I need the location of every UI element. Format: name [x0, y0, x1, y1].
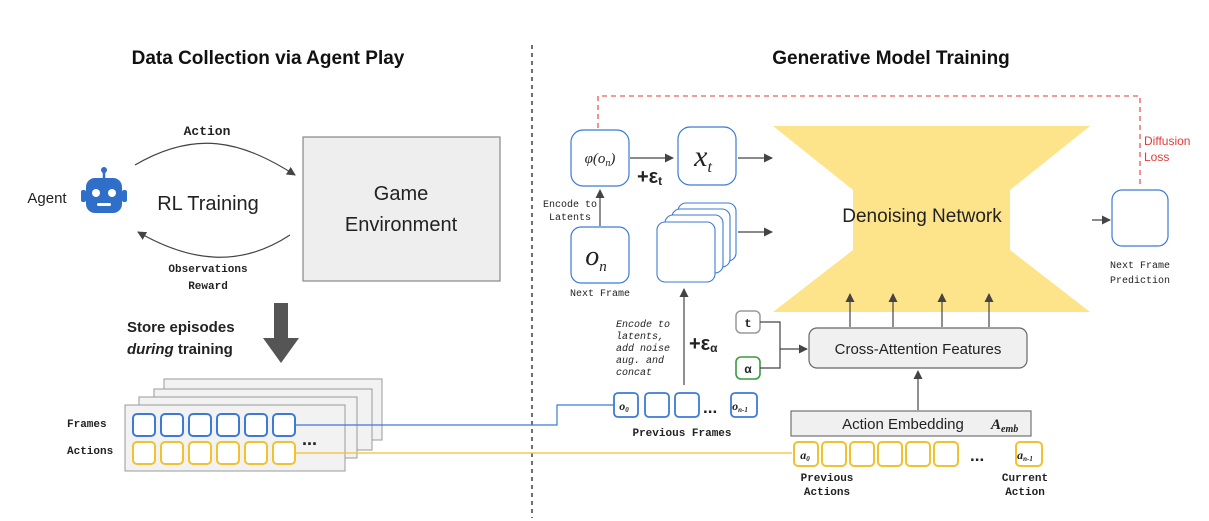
prev-frame-2: [674, 392, 700, 418]
phi-label: φ(on): [585, 151, 616, 169]
prev-frame-on1-label: on-1: [732, 399, 748, 414]
action-arrow: [134, 142, 296, 176]
previous-actions-line1: Previous: [801, 473, 854, 485]
game-environment-box: [302, 136, 501, 282]
prev-frame-on1: [730, 392, 758, 418]
current-action-line2: Action: [1005, 487, 1045, 499]
a-emb-label: Aemb: [990, 417, 1018, 435]
t-to-cross-attn-arrow: [760, 321, 808, 354]
encode-latents-line1: Encode to: [543, 199, 597, 211]
svg-text:concat: concat: [616, 368, 652, 379]
next-frame-box: [570, 226, 630, 284]
timestep-token-label: t: [744, 317, 751, 331]
noise-level-token-label: α: [744, 363, 752, 377]
action-an1-label: an-1: [1017, 448, 1033, 463]
episode-ellipsis: ...: [302, 429, 317, 449]
prev-frame-o0-label: o0: [619, 399, 629, 414]
cross-attn-up-arrows: [845, 293, 994, 327]
diffusion-loss-line2: Loss: [1144, 150, 1169, 164]
cross-attention-box: [808, 327, 1028, 369]
stacked-latent-frames: [656, 202, 737, 283]
episode-frame-row: [132, 413, 296, 437]
action-a0-label: a0: [800, 448, 810, 463]
noisy-latent-box: [677, 126, 737, 186]
reward-label: Reward: [188, 281, 228, 293]
cross-attention-label: Cross-Attention Features: [835, 341, 1002, 358]
denoising-network-label: Denoising Network: [842, 206, 1002, 227]
next-frame-pred-line2: Prediction: [1110, 275, 1170, 287]
prev-frame-o0: [613, 392, 639, 418]
agent-label: Agent: [27, 190, 67, 207]
action-label: Action: [184, 124, 231, 139]
encoded-frame-box: [570, 129, 630, 187]
current-action-line1: Current: [1002, 473, 1048, 485]
down-arrow-icon: [263, 303, 299, 363]
episode-action-row: [132, 441, 296, 465]
previous-action-row: [793, 441, 959, 467]
observations-label: Observations: [168, 264, 247, 276]
next-frame-pred-line1: Next Frame: [1110, 261, 1170, 272]
actions-ellipsis: ...: [970, 446, 984, 465]
xt-label: xt: [693, 140, 712, 176]
action-embedding-label: Action Embedding: [842, 416, 964, 433]
action-embedding-box: [790, 410, 1032, 437]
game-env-line1: Game: [374, 183, 428, 205]
store-episodes-line1: Store episodes: [127, 319, 235, 336]
previous-actions-line2: Actions: [804, 487, 850, 499]
observation-arrow: [137, 231, 291, 258]
denoising-network-shape: [773, 126, 1090, 312]
svg-text:latents,: latents,: [616, 331, 664, 343]
current-action-box: [1015, 441, 1043, 467]
rl-training-label: RL Training: [157, 193, 259, 215]
frames-connector-line: [295, 404, 614, 426]
svg-text:aug. and: aug. and: [616, 355, 664, 367]
prev-frame-1: [644, 392, 670, 418]
robot-icon: [81, 167, 127, 213]
actions-label: Actions: [67, 446, 113, 458]
on-label: on: [585, 241, 607, 275]
previous-frames-label: Previous Frames: [632, 428, 731, 440]
encode-noise-text: Encode to latents, add noise aug. and co…: [616, 319, 670, 379]
prediction-box: [1111, 189, 1169, 247]
encode-latents-line2: Latents: [549, 213, 591, 224]
left-section-title: Data Collection via Agent Play: [132, 48, 405, 69]
eps-t-label: +εt: [637, 166, 662, 188]
svg-text:Encode to: Encode to: [616, 319, 670, 331]
frames-label: Frames: [67, 419, 107, 431]
eps-alpha-label: +εα: [689, 333, 718, 355]
store-episodes-line2: during training: [127, 341, 233, 358]
next-frame-label: Next Frame: [570, 289, 630, 300]
diffusion-loss-line1: Diffusion: [1144, 134, 1190, 148]
prev-frames-ellipsis: ...: [703, 398, 717, 417]
game-env-line2: Environment: [345, 214, 458, 236]
svg-text:add noise: add noise: [616, 343, 670, 355]
right-section-title: Generative Model Training: [772, 48, 1010, 69]
alpha-to-cross-attn-line: [760, 349, 781, 369]
